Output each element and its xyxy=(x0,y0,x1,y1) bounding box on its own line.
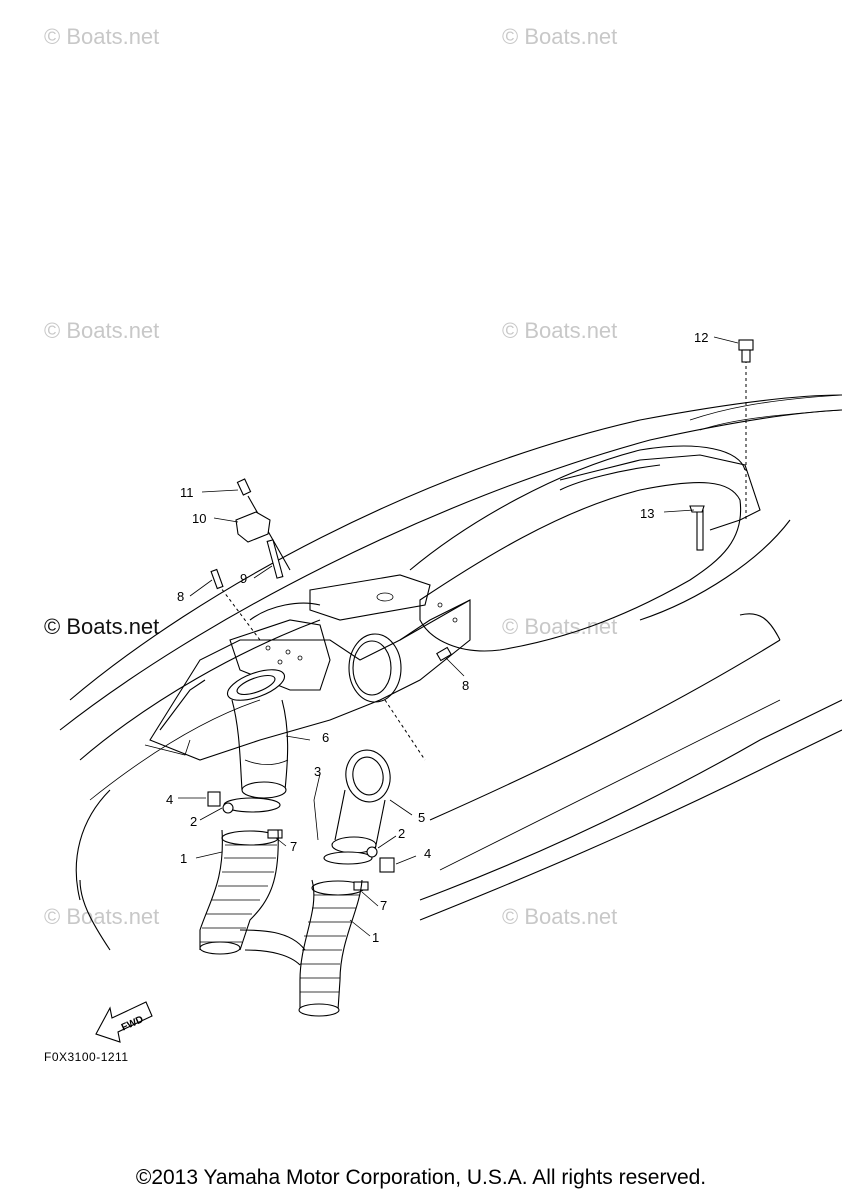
part-9-rod[interactable] xyxy=(266,539,284,579)
callout-8-left: 8 xyxy=(177,589,184,604)
leader-dashed-5 xyxy=(384,699,426,761)
part-4-bracket-left[interactable] xyxy=(207,791,221,807)
watermark-center-faint: © Boats.net xyxy=(502,614,618,639)
hull-outline xyxy=(59,394,842,951)
part-3-clamp[interactable] xyxy=(223,797,373,865)
fwd-arrow-icon: FWD xyxy=(95,1001,153,1043)
watermark-mid-left: © Boats.net xyxy=(44,318,160,343)
part-8-rivet-left[interactable] xyxy=(210,568,224,590)
callout-12: 12 xyxy=(694,330,708,345)
console-outline xyxy=(144,574,471,761)
callout-9: 9 xyxy=(240,571,247,586)
copyright-notice: ©2013 Yamaha Motor Corporation, U.S.A. A… xyxy=(135,1166,707,1189)
part-2-screw-left[interactable] xyxy=(222,802,234,814)
callout-4-left: 4 xyxy=(166,792,173,807)
callout-1-upper: 1 xyxy=(180,851,187,866)
callout-3: 3 xyxy=(314,764,321,779)
part-1-hose-lower[interactable] xyxy=(239,879,363,1017)
callout-7-upper: 7 xyxy=(290,839,297,854)
callout-2-right: 2 xyxy=(398,826,405,841)
leader-dashed-8 xyxy=(214,579,261,641)
callout-7-lower: 7 xyxy=(380,898,387,913)
leader-lines xyxy=(178,336,739,937)
watermark-mid-right: © Boats.net xyxy=(502,318,618,343)
diagram-code: F0X3100-1211 xyxy=(44,1050,129,1064)
callout-2-left: 2 xyxy=(190,814,197,829)
callout-6: 6 xyxy=(322,730,329,745)
callout-5: 5 xyxy=(418,810,425,825)
callout-labels: 12 13 11 10 9 8 8 6 3 5 4 2 1 7 2 4 7 1 xyxy=(166,330,708,945)
watermark-bottom-left: © Boats.net xyxy=(44,904,160,929)
watermark-top-right: © Boats.net xyxy=(502,24,618,49)
callout-11: 11 xyxy=(180,485,194,500)
part-11-bolt[interactable] xyxy=(236,478,291,571)
part-7-band-upper[interactable] xyxy=(221,829,283,846)
part-5-duct[interactable] xyxy=(331,747,394,854)
part-8-rivet-right[interactable] xyxy=(436,646,452,662)
part-10-clip[interactable] xyxy=(235,511,271,543)
callout-1-lower: 1 xyxy=(372,930,379,945)
part-6-duct[interactable] xyxy=(224,663,289,799)
callout-10: 10 xyxy=(192,511,206,526)
part-12-fitting[interactable] xyxy=(738,339,754,363)
part-1-hose-upper[interactable] xyxy=(199,829,279,955)
watermark-bottom-right: © Boats.net xyxy=(502,904,618,929)
callout-8-right: 8 xyxy=(462,678,469,693)
watermark-center-strong: © Boats.net xyxy=(44,614,160,639)
part-13-pin[interactable] xyxy=(689,505,705,551)
callout-13: 13 xyxy=(640,506,654,521)
watermark-top-left: © Boats.net xyxy=(44,24,160,49)
part-2-screw-right[interactable] xyxy=(366,846,378,858)
part-4-bracket-right[interactable] xyxy=(379,857,395,873)
seat-outline xyxy=(409,394,842,652)
callout-4-right: 4 xyxy=(424,846,431,861)
